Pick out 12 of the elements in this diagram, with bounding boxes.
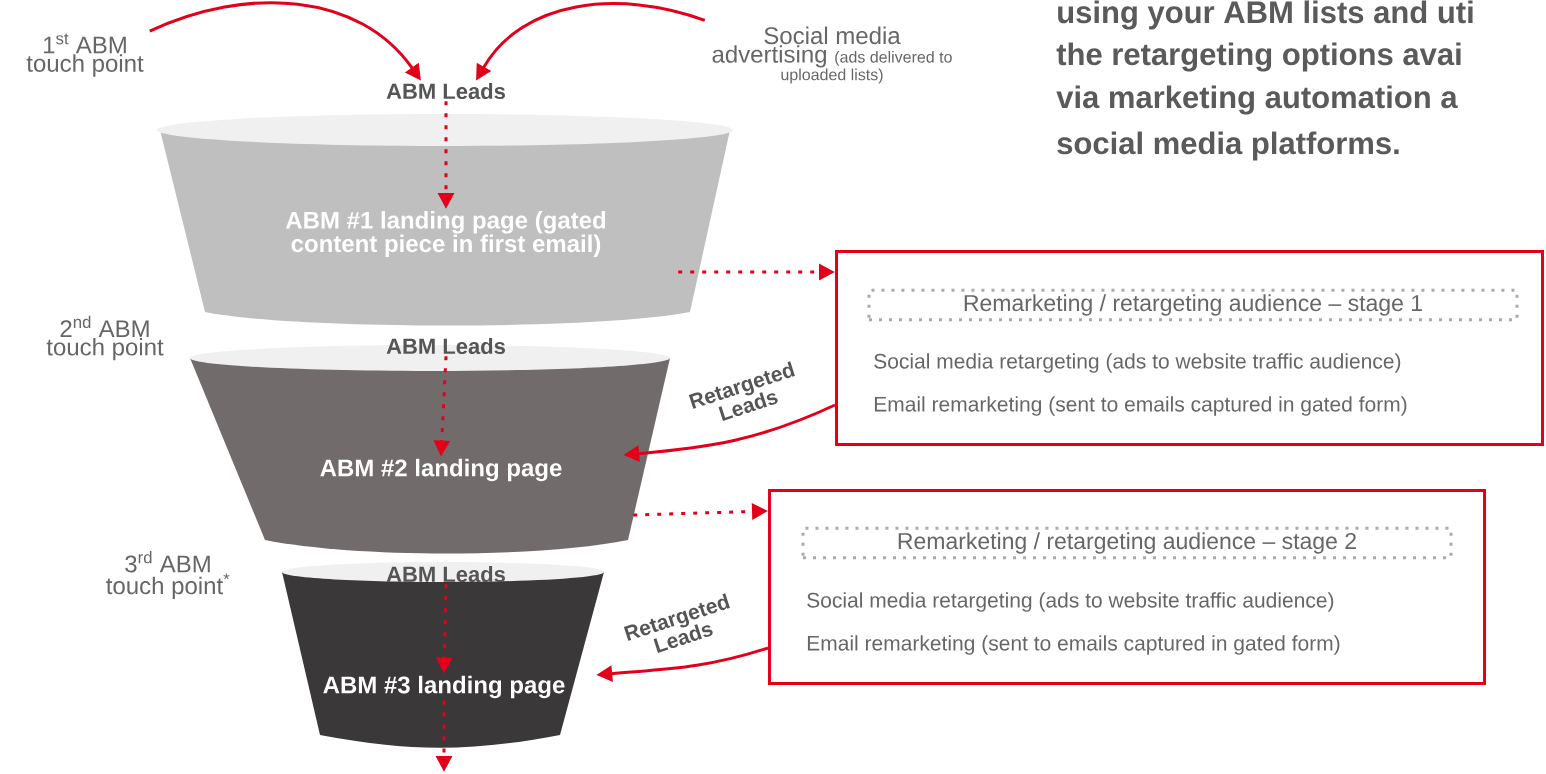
audience-box: Remarketing / retargeting audience – stage 1 [867, 288, 1519, 322]
source-label: Social media advertising (ads delivered to uploaded lists) [712, 26, 952, 84]
heading-text: using your ABM lists and uti [1058, 0, 1473, 30]
funnel-stage: ABM #1 landing page (gated content piece in first email) [157, 114, 733, 326]
stage-label: ABM Leads [386, 82, 505, 100]
heading-text: social media platforms. [1057, 131, 1399, 161]
heading-text: via marketing automation a [1056, 85, 1458, 115]
touch-point-label: 1$^{st}$ ABM touch point [26, 33, 144, 77]
audience-box: Remarketing / retargeting audience – stage 2 [801, 526, 1453, 560]
heading-text: the retargeting options avai [1056, 42, 1461, 72]
touch-point-label: 3$^{rd}$ ABM touch point$^{*}$ [106, 551, 230, 599]
stage-label: ABM Leads [386, 565, 505, 583]
